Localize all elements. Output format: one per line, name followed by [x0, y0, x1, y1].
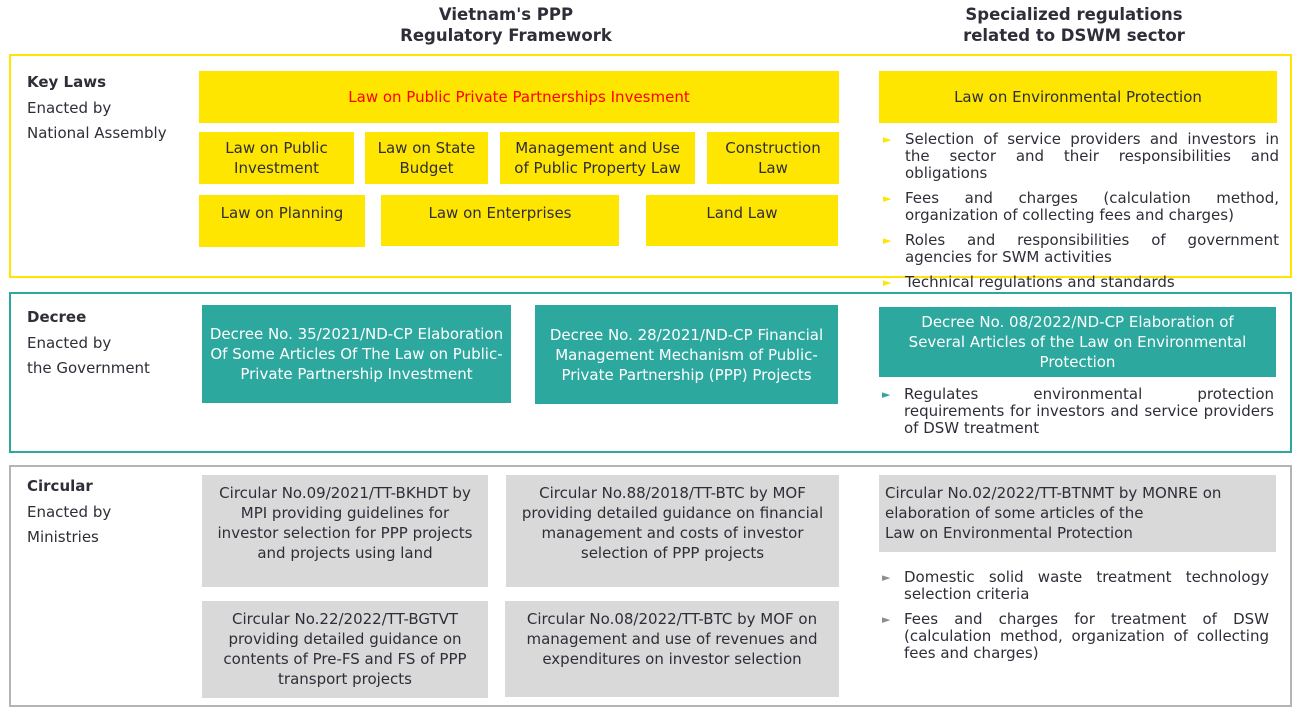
- triangle-right-icon: ►: [883, 276, 892, 289]
- circular-label: Circular Enacted by Ministries: [27, 474, 111, 551]
- dswm-regulations-header: Specialized regulations related to DSWM …: [944, 4, 1204, 46]
- circular-02-2022-box: Circular No.02/2022/TT-BTNMT by MONRE on…: [879, 475, 1276, 552]
- key-laws-label: Key Laws Enacted by National Assembly: [27, 70, 167, 147]
- bullet-item: ► Selection of service providers and inve…: [883, 131, 1279, 182]
- public-property-law-box: Management and Use of Public Property La…: [500, 132, 695, 184]
- bullet-text: Fees and charges for treatment of DSW (c…: [904, 610, 1269, 662]
- sector-law-bullets: ► Selection of service providers and inve…: [883, 131, 1279, 291]
- ppp-law-box: Law on Public Private Partnerships Inves…: [199, 71, 839, 123]
- bullet-item: ► Fees and charges (calculation method, o…: [883, 190, 1279, 224]
- circular-09-2021-box: Circular No.09/2021/TT-BKHDT by MPI prov…: [202, 475, 488, 587]
- circular-02-line-1: Circular No.02/2022/TT-BTNMT by MONRE on: [885, 484, 1222, 502]
- dswm-header-line-2: related to DSWM sector: [963, 26, 1185, 45]
- key-laws-enacted-1: Enacted by: [27, 98, 112, 117]
- decree-sector-bullets: ► Regulates environmental protection requ…: [882, 386, 1274, 437]
- construction-law-box: Construction Law: [707, 132, 839, 184]
- circular-sector-bullets: ► Domestic solid waste treatment technolo…: [882, 569, 1269, 662]
- triangle-right-icon: ►: [882, 571, 891, 584]
- triangle-right-icon: ►: [882, 388, 891, 401]
- decree-enacted-1: Enacted by: [27, 333, 112, 352]
- circular-22-2022-box: Circular No.22/2022/TT-BGTVT providing d…: [202, 601, 488, 698]
- bullet-text: Technical regulations and standards: [905, 273, 1175, 291]
- circular-02-line-3: Law on Environmental Protection: [885, 524, 1133, 542]
- circular-panel: [9, 465, 1292, 707]
- key-laws-enacted-2: National Assembly: [27, 124, 167, 142]
- triangle-right-icon: ►: [883, 192, 892, 205]
- ppp-header-line-2: Regulatory Framework: [400, 26, 612, 45]
- triangle-right-icon: ►: [882, 613, 891, 626]
- bullet-item: ► Fees and charges for treatment of DSW (…: [882, 611, 1269, 662]
- bullet-item: ► Regulates environmental protection requ…: [882, 386, 1274, 437]
- circular-02-line-2: elaboration of some articles of the: [885, 504, 1144, 522]
- circular-08-2022-box: Circular No.08/2022/TT-BTC by MOF on man…: [505, 601, 839, 697]
- law-state-budget-box: Law on State Budget: [365, 132, 488, 184]
- decree-08-2022-box: Decree No. 08/2022/ND-CP Elaboration of …: [879, 307, 1276, 377]
- triangle-right-icon: ►: [883, 133, 892, 146]
- bullet-item: ► Domestic solid waste treatment technolo…: [882, 569, 1269, 603]
- bullet-text: Domestic solid waste treatment technolog…: [904, 568, 1269, 603]
- circular-88-2018-box: Circular No.88/2018/TT-BTC by MOF provid…: [506, 475, 839, 587]
- circular-enacted-1: Enacted by: [27, 502, 112, 521]
- dswm-header-line-1: Specialized regulations: [965, 5, 1183, 24]
- ppp-framework-header: Vietnam's PPP Regulatory Framework: [385, 4, 627, 46]
- law-planning-box: Law on Planning: [199, 195, 365, 247]
- ppp-header-line-1: Vietnam's PPP: [438, 5, 574, 24]
- decree-title: Decree: [27, 308, 87, 326]
- ppp-law-label: Law on Public Private Partnerships Inves…: [348, 88, 690, 106]
- circular-enacted-2: Ministries: [27, 528, 99, 546]
- bullet-text: Roles and responsibilities of government…: [905, 231, 1279, 266]
- land-law-box: Land Law: [646, 195, 838, 246]
- decree-35-2021-box: Decree No. 35/2021/ND-CP Elaboration Of …: [202, 305, 511, 403]
- circular-title: Circular: [27, 477, 93, 495]
- bullet-text: Fees and charges (calculation method, or…: [905, 189, 1279, 224]
- decree-enacted-2: the Government: [27, 359, 150, 377]
- key-laws-panel: [9, 54, 1292, 278]
- law-enterprises-box: Law on Enterprises: [381, 195, 619, 246]
- environmental-protection-law-box: Law on Environmental Protection: [879, 71, 1277, 123]
- bullet-text: Selection of service providers and inves…: [905, 130, 1279, 182]
- key-laws-title: Key Laws: [27, 73, 106, 91]
- decree-panel: [9, 292, 1292, 453]
- decree-28-2021-box: Decree No. 28/2021/ND-CP Financial Manag…: [535, 305, 838, 404]
- bullet-text: Regulates environmental protection requi…: [904, 385, 1274, 437]
- bullet-item: ► Roles and responsibilities of governmen…: [883, 232, 1279, 266]
- triangle-right-icon: ►: [883, 234, 892, 247]
- decree-label: Decree Enacted by the Government: [27, 305, 150, 382]
- law-public-investment-box: Law on Public Investment: [199, 132, 354, 184]
- bullet-item: ► Technical regulations and standards: [883, 274, 1279, 291]
